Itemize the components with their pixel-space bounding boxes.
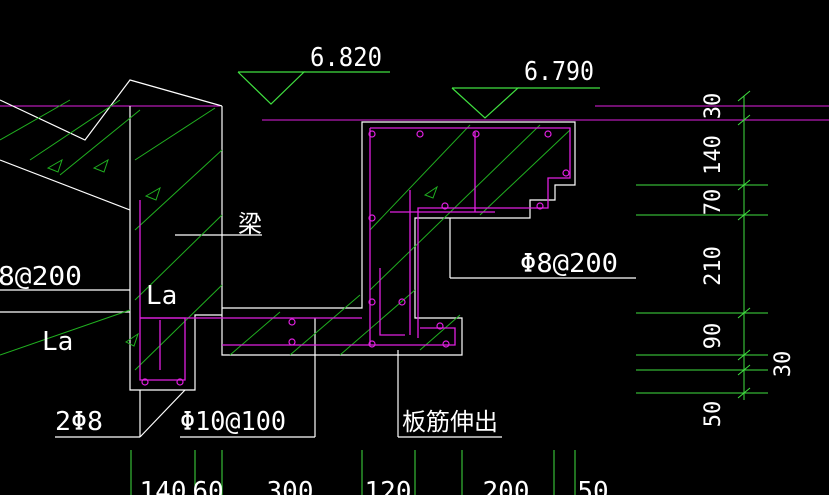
dim-h-2: 60 bbox=[192, 477, 223, 495]
rebar-lines bbox=[139, 127, 571, 381]
rebar-right-label: Φ8@200 bbox=[520, 249, 618, 279]
bottom-bars-label: 2Φ8 bbox=[55, 407, 103, 437]
dim-v-3: 70 bbox=[701, 189, 726, 216]
elevation-left-text: 6.820 bbox=[310, 43, 382, 73]
la-label-2: La bbox=[42, 327, 73, 357]
dim-v-5: 90 bbox=[701, 323, 726, 350]
la-label-1: La bbox=[146, 281, 177, 311]
rebar-dots bbox=[141, 130, 570, 386]
dim-v-2: 140 bbox=[701, 135, 726, 175]
dim-h-3: 300 bbox=[267, 477, 314, 495]
dim-v-7: 50 bbox=[701, 401, 726, 428]
slab-bars-label: 板筋伸出 bbox=[402, 408, 498, 436]
beam-label: 梁 bbox=[238, 210, 262, 238]
dimension-lines-right bbox=[636, 90, 768, 400]
dim-h-5: 200 bbox=[483, 477, 530, 495]
dim-v-4: 210 bbox=[701, 246, 726, 286]
hatch-pattern bbox=[0, 99, 571, 371]
elevation-marker-right: 6.790 bbox=[451, 57, 600, 119]
dimension-text-bottom: 140 60 300 120 200 50 bbox=[140, 477, 609, 495]
dimension-lines-bottom bbox=[130, 450, 576, 495]
dimension-text-right: 30 140 70 210 90 30 50 bbox=[701, 93, 796, 428]
rebar-left-label: 8@200 bbox=[0, 262, 82, 292]
elevation-right-text: 6.790 bbox=[524, 57, 594, 87]
dim-h-4: 120 bbox=[365, 477, 412, 495]
stirrups-label: Φ10@100 bbox=[180, 407, 286, 437]
dim-v-6: 30 bbox=[771, 351, 796, 378]
elevation-marker-left: 6.820 bbox=[237, 43, 390, 105]
dim-h-6: 50 bbox=[577, 477, 608, 495]
dim-v-1: 30 bbox=[701, 93, 726, 120]
concrete-outline bbox=[0, 79, 636, 438]
dim-h-1: 140 bbox=[140, 477, 187, 495]
